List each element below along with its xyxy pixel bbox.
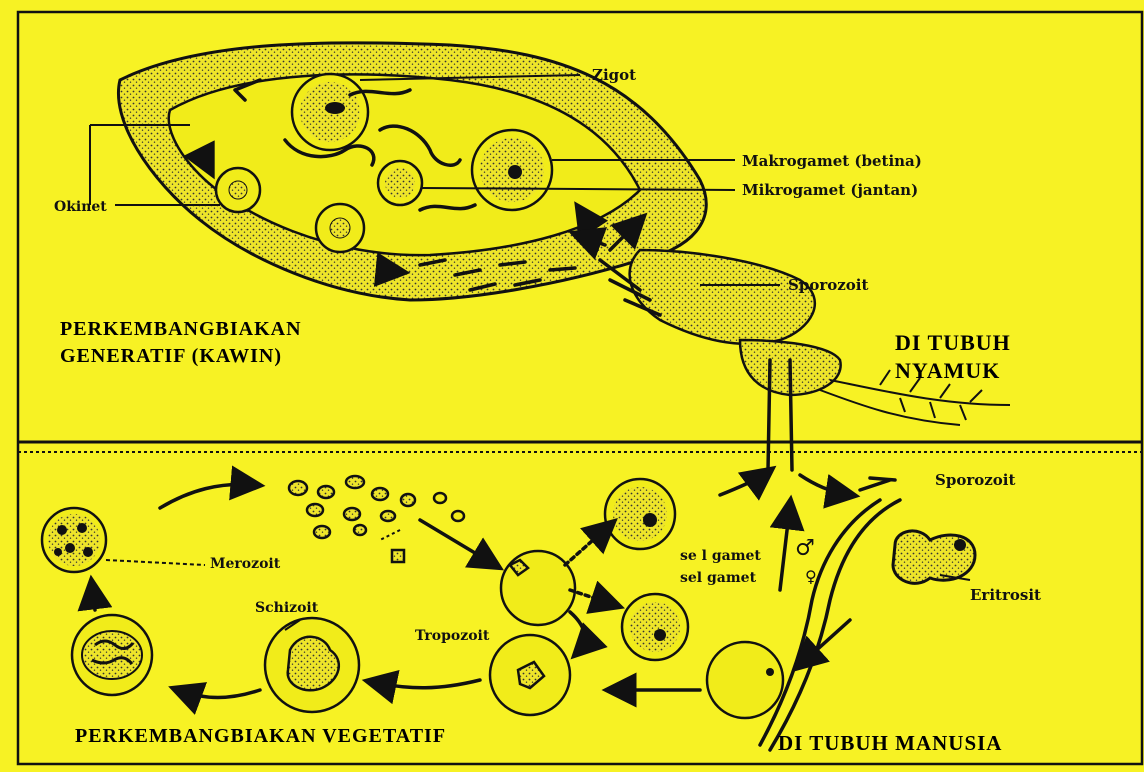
label-sporozoit-top: Sporozoit (788, 276, 868, 294)
label-makrogamet: Makrogamet (betina) (742, 152, 922, 170)
label-schizoit: Schizoit (255, 600, 319, 616)
heading-generatif-1: PERKEMBANGBIAKAN (60, 318, 302, 340)
gamete-cell-2 (622, 594, 688, 660)
heading-generatif-2: GENERATIF (KAWIN) (60, 345, 282, 367)
heading-manusia: DI TUBUH MANUSIA (778, 731, 1002, 755)
label-zigot: Zigot (592, 66, 636, 84)
makrogamet-cell (472, 130, 552, 210)
female-symbol: ♀ (805, 567, 817, 586)
heading-nyamuk-2: NYAMUK (895, 358, 1000, 383)
erythrocyte-cell (707, 642, 783, 718)
liver-cell-pair (893, 531, 975, 583)
label-tropozoit: Tropozoit (415, 628, 490, 644)
gamete-cell-1 (605, 479, 675, 549)
mikrogamet-cell (378, 161, 422, 205)
schizoit-early-cell (72, 615, 152, 695)
label-sel-gamet-1: se l gamet (680, 548, 761, 564)
merozoit-mother-cell (42, 508, 106, 572)
label-merozoit: Merozoit (210, 556, 281, 572)
schizoit-cell (265, 618, 359, 712)
label-okinet: Okinet (54, 199, 107, 215)
ring-cell-infected (501, 551, 575, 625)
label-eritrosit: Eritrosit (970, 586, 1041, 604)
tropozoit-cell (490, 635, 570, 715)
zigot-cell (292, 74, 368, 150)
male-symbol: ♂ (795, 535, 815, 561)
heading-nyamuk-1: DI TUBUH (895, 330, 1011, 355)
label-sel-gamet-2: sel gamet (680, 570, 757, 586)
heading-vegetatif: PERKEMBANGBIAKAN VEGETATIF (75, 725, 446, 747)
label-mikrogamet: Mikrogamet (jantan) (742, 181, 918, 199)
label-sporozoit-bottom: Sporozoit (935, 471, 1015, 489)
